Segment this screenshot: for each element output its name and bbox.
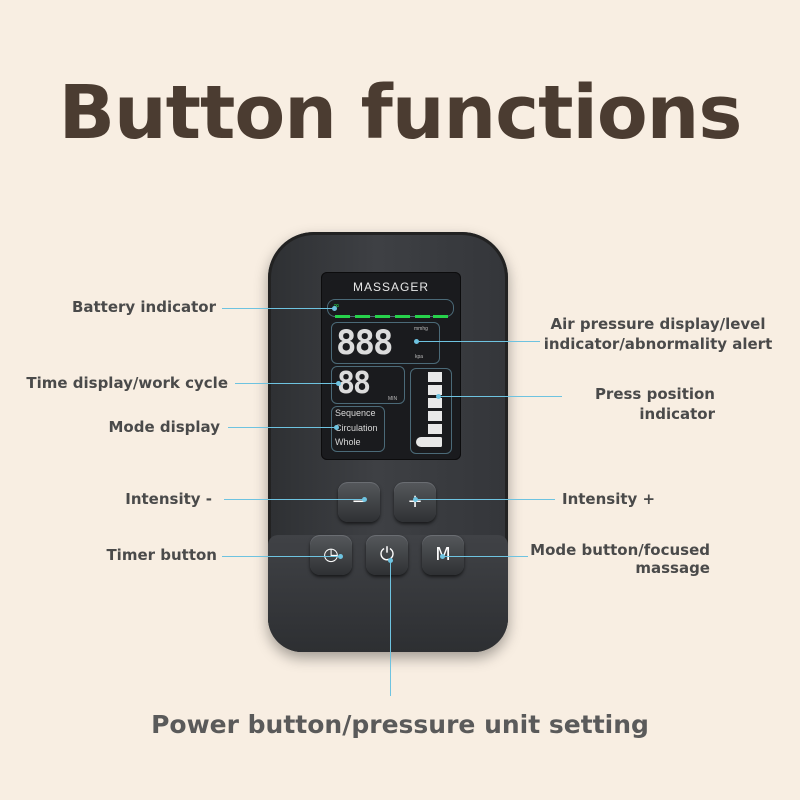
page-title: Button functions (58, 70, 743, 156)
pressure-unit-kpa: kpa (415, 354, 424, 360)
leader-line (390, 560, 391, 696)
leader-line (222, 308, 334, 309)
leader-dot (338, 554, 343, 559)
leader-dot (440, 554, 445, 559)
intensity-minus-button[interactable]: − (338, 482, 380, 522)
battery-bar (355, 315, 370, 318)
leader-dot (414, 339, 419, 344)
press-position-frame (410, 368, 452, 454)
mode-circulation: Circulation (335, 423, 378, 433)
leader-line (235, 383, 338, 384)
air-pressure-label-line1: Air pressure display/level (550, 315, 766, 333)
time-display-label: Time display/work cycle (26, 374, 228, 392)
mode-whole: Whole (335, 437, 361, 447)
leader-dot (332, 306, 337, 311)
battery-bar (395, 315, 410, 318)
leader-dot (362, 497, 367, 502)
mode-display-label: Mode display (108, 418, 221, 436)
leader-dot (336, 381, 341, 386)
leader-line (442, 556, 528, 557)
timer-icon: ◷ (323, 544, 339, 565)
pressure-display-frame (331, 322, 440, 364)
mode-display-frame (331, 406, 385, 452)
leg-segment (428, 372, 442, 382)
leader-dot (413, 497, 418, 502)
leg-segment (428, 398, 442, 408)
timer-button-label: Timer button (106, 546, 217, 564)
mode-sequence: Sequence (335, 408, 376, 418)
leader-line (224, 499, 366, 500)
leader-line (228, 427, 336, 428)
battery-bar (415, 315, 430, 318)
intensity-minus-label: Intensity - (125, 490, 212, 508)
leader-dot (334, 425, 339, 430)
leg-segment (428, 385, 442, 395)
timer-button[interactable]: ◷ (310, 535, 352, 575)
time-unit: MIN (388, 396, 398, 402)
battery-bar (433, 315, 448, 318)
battery-bar (375, 315, 390, 318)
brand-label: MASSAGER (352, 280, 429, 294)
press-position-label-line2: indicator (639, 405, 715, 423)
mode-button-label-line2: massage (635, 559, 710, 577)
leg-segment (428, 424, 442, 434)
battery-indicator-label: Battery indicator (71, 298, 216, 316)
leader-dot (388, 558, 393, 563)
power-button[interactable]: ⏻ (366, 535, 408, 575)
leader-line (222, 556, 340, 557)
foot-segment (416, 437, 442, 447)
battery-icon: ∞ (333, 301, 340, 310)
leader-dot (436, 394, 441, 399)
air-pressure-label-line2: indicator/abnormality alert (543, 335, 773, 353)
intensity-plus-label: Intensity + (562, 490, 656, 508)
leg-segment (428, 411, 442, 421)
power-button-label: Power button/pressure unit setting (151, 710, 649, 739)
time-display-frame (331, 366, 405, 404)
pressure-digits: 888 (336, 323, 393, 363)
intensity-plus-button[interactable]: + (394, 482, 436, 522)
battery-bar (335, 315, 350, 318)
mode-button-label-line1: Mode button/focused (530, 541, 710, 559)
leader-line (416, 341, 540, 342)
leader-line (415, 499, 555, 500)
press-position-label-line1: Press position (594, 385, 715, 403)
time-digits: 88 (337, 366, 371, 401)
leader-line (438, 396, 562, 397)
pressure-unit-mmhg: mmhg (414, 326, 428, 332)
